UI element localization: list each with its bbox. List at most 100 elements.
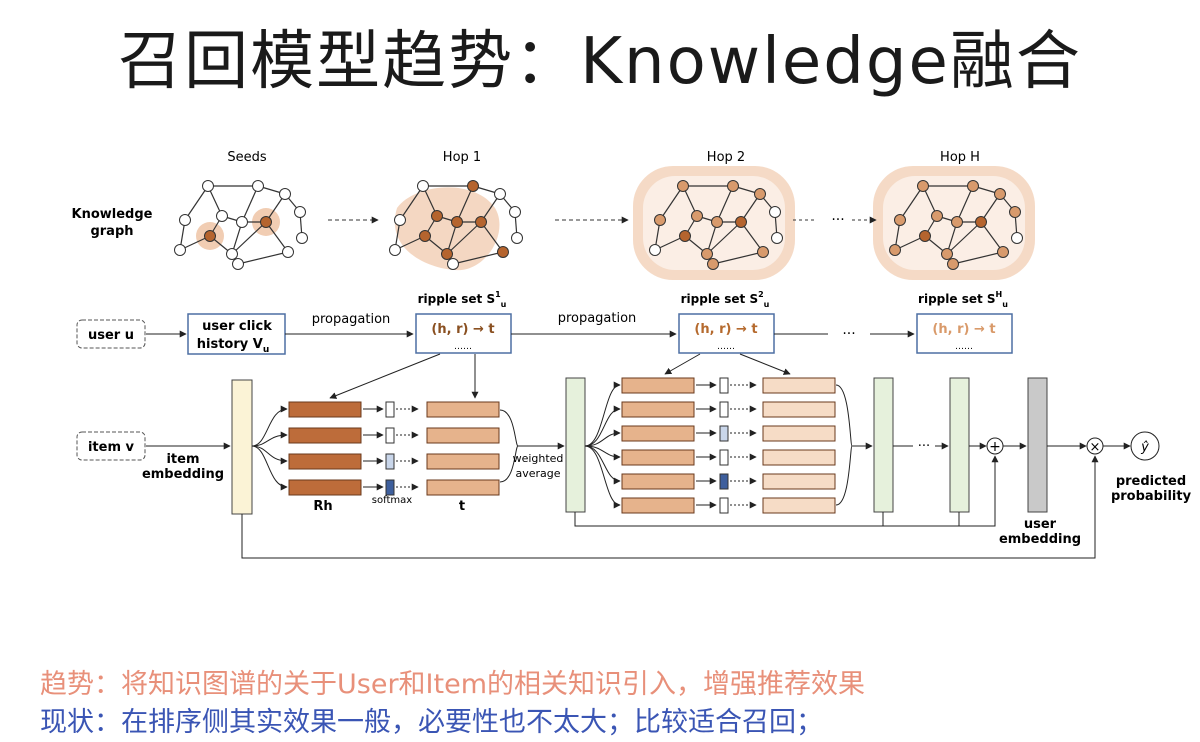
softmax-cell xyxy=(385,453,395,470)
kg-node xyxy=(967,180,979,192)
t-block xyxy=(426,427,500,444)
kg-node xyxy=(282,246,294,258)
kg-node xyxy=(889,244,901,256)
t2-block xyxy=(762,425,836,442)
kg-edge xyxy=(265,221,289,253)
kg-label-line1: Knowledge xyxy=(72,207,153,222)
ripple-ellipsis: ··· xyxy=(842,326,855,342)
kg-node xyxy=(494,188,506,200)
softmax-cell xyxy=(385,479,395,496)
kg-edge xyxy=(446,221,482,255)
hop-halo xyxy=(394,187,500,271)
skip-hop1-to-sum xyxy=(574,455,999,527)
rh2-block xyxy=(621,425,695,442)
kg-node xyxy=(232,258,244,270)
kg-node xyxy=(951,216,963,228)
softmax2-cell xyxy=(719,425,729,442)
graph-ellipsis: ··· xyxy=(831,212,844,228)
user-history-text: history V xyxy=(197,337,263,352)
hop1-to-rh2-arrow xyxy=(584,405,621,447)
ripple-set-1-dots: …… xyxy=(454,342,472,352)
kg-node xyxy=(394,214,406,226)
predicted-probability-line2: probability xyxy=(1111,489,1192,504)
rh-block xyxy=(288,479,362,496)
t-label: t xyxy=(459,499,465,514)
item-embedding-line2: embedding xyxy=(142,467,224,482)
hop-label-2: Hop 2 xyxy=(707,150,745,165)
kg-node xyxy=(451,216,463,228)
kg-node xyxy=(941,248,953,260)
sum-symbol: + xyxy=(989,439,1001,455)
kg-node xyxy=(654,214,666,226)
ripple-set-1-text: ripple set S xyxy=(418,292,495,306)
kg-edge xyxy=(241,185,259,223)
status-caption: 现状：在排序侧其实效果一般，必要性也不太大；比较适合召回； xyxy=(40,707,823,738)
ripple-set-h-label: ripple set SHu xyxy=(918,290,1008,309)
kg-node xyxy=(894,214,906,226)
hop-label-seeds: Seeds xyxy=(227,150,267,165)
rh-block xyxy=(288,453,362,470)
kg-node xyxy=(994,188,1006,200)
t2-block xyxy=(762,497,836,514)
kg-node xyxy=(1011,232,1023,244)
t-block xyxy=(426,479,500,496)
prediction-symbol: ŷ xyxy=(1140,440,1149,455)
kg-node xyxy=(497,246,509,258)
ripple-set-h-dots: …… xyxy=(955,342,973,352)
prediction-node xyxy=(1130,431,1160,461)
kg-node xyxy=(757,246,769,258)
user-label: user u xyxy=(88,328,134,343)
t-block xyxy=(426,453,500,470)
kg-node xyxy=(202,180,214,192)
ripple-set-2-sub: u xyxy=(764,300,770,309)
ripple2-to-rh-arrow xyxy=(664,353,701,375)
kg-node xyxy=(771,232,783,244)
kg-edge xyxy=(946,221,982,255)
kg-node xyxy=(754,188,766,200)
graph-hop1 xyxy=(389,180,523,271)
kg-label-line2: graph xyxy=(90,224,133,239)
kg-node xyxy=(226,248,238,260)
rh2-block xyxy=(621,377,695,394)
kg-edge xyxy=(716,185,734,223)
propagation-label-2: propagation xyxy=(558,311,637,326)
graph-hoph xyxy=(873,166,1035,280)
item-label: item v xyxy=(88,440,135,455)
kg-edge xyxy=(956,185,974,223)
item-embedding-bar xyxy=(231,379,253,515)
kg-node xyxy=(735,216,747,228)
kg-node xyxy=(296,232,308,244)
t2-block xyxy=(762,473,836,490)
hop-label-1: Hop 1 xyxy=(443,150,481,165)
hop-label-h: Hop H xyxy=(940,150,980,165)
item-to-rh-arrow xyxy=(251,405,288,447)
kg-node xyxy=(947,258,959,270)
weighted-average-line1: weighted xyxy=(513,452,564,465)
ripple-set-1-sub: u xyxy=(501,300,507,309)
kg-node xyxy=(727,180,739,192)
hop1-to-rh2-arrow xyxy=(584,445,621,509)
kg-node xyxy=(691,210,703,222)
kg-edge xyxy=(712,251,764,265)
kg-node xyxy=(975,216,987,228)
ripple-set-h-sub: u xyxy=(1002,300,1008,309)
ripple-set-1-label: ripple set S1u xyxy=(418,290,507,309)
softmax-cell xyxy=(385,427,395,444)
hop1-to-rh2-arrow xyxy=(584,381,621,447)
kg-node xyxy=(917,180,929,192)
kg-node xyxy=(997,246,1009,258)
propagation-label-1: propagation xyxy=(312,312,391,327)
item-box xyxy=(76,431,146,461)
kg-node xyxy=(417,180,429,192)
kg-node xyxy=(467,180,479,192)
t2-block xyxy=(762,377,836,394)
kg-node xyxy=(294,206,306,218)
user-history-line2: history Vu xyxy=(197,337,270,355)
kg-edge xyxy=(899,185,924,221)
kg-edge xyxy=(231,221,267,255)
rh2-block xyxy=(621,473,695,490)
kg-edge xyxy=(952,251,1004,265)
kg-node xyxy=(252,180,264,192)
predicted-probability-line1: predicted xyxy=(1116,474,1186,489)
ripple-set-h-box xyxy=(916,313,1013,354)
